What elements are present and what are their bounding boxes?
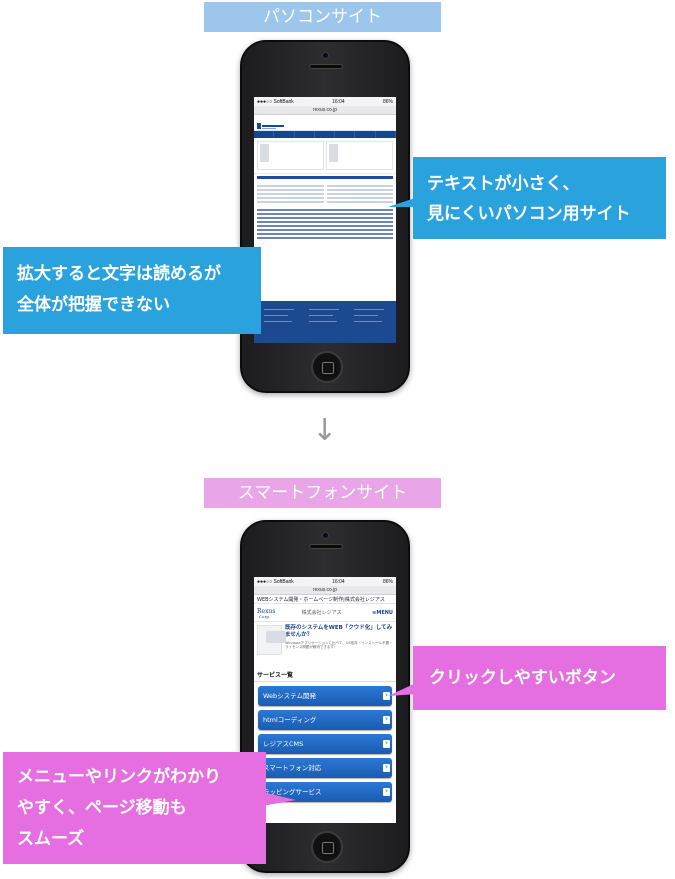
service-button-cms[interactable]: レジアスCMS xyxy=(258,734,392,754)
pc-site-nav[interactable] xyxy=(254,131,396,138)
status-bar: ●●●○○ SoftBank 16:04 86% xyxy=(254,97,396,106)
pc-site-columns xyxy=(254,181,396,207)
battery-label: 86% xyxy=(382,98,393,105)
pc-site-news[interactable] xyxy=(254,209,396,239)
svg-text:Rexus: Rexus xyxy=(257,608,275,615)
callout-line: 拡大すると文字は読めるが xyxy=(17,264,221,284)
service-button-wrapping[interactable]: ラッピングサービス xyxy=(258,782,392,802)
camera-icon xyxy=(322,532,329,539)
pc-phone: ●●●○○ SoftBank 16:04 86% rexus.co.jp xyxy=(240,40,410,393)
promo-description: Windowsアプリケーションに比べて、OS依存・インストール不要・ライセンス問… xyxy=(284,641,393,649)
callout-sp-button: クリックしやすいボタン xyxy=(413,646,666,710)
callout-pointer xyxy=(262,792,296,806)
sp-screen: ●●●○○ SoftBank 16:04 86% rexus.co.jp WEB… xyxy=(254,577,396,823)
promo-title: 既存のシステムをWEB「クウド化」してみませんか？ xyxy=(284,625,393,638)
service-button-html[interactable]: htmlコーディング xyxy=(258,710,392,730)
time-label: 16:04 xyxy=(332,578,345,585)
carrier-label: ●●●○○ SoftBank xyxy=(257,578,294,585)
callout-line: 全体が把握できない xyxy=(17,295,170,315)
company-name: 株式会社レジアス xyxy=(301,610,342,616)
pc-site-header xyxy=(254,115,396,131)
callout-line: テキストが小さく、 xyxy=(427,174,580,194)
callout-sp-navigation: メニューやリンクがわかり やすく、ページ移動も スムーズ xyxy=(3,752,266,864)
carrier-label: ●●●○○ SoftBank xyxy=(257,98,294,105)
section-title: サービス一覧 xyxy=(254,668,396,682)
url-bar[interactable]: rexus.co.jp xyxy=(254,106,396,115)
speaker-grille xyxy=(309,64,343,69)
down-arrow-icon: ↓ xyxy=(312,413,338,448)
callout-line: やすく、ページ移動も xyxy=(17,798,187,818)
callout-line: 見にくいパソコン用サイト xyxy=(427,204,631,224)
pc-screen: ●●●○○ SoftBank 16:04 86% rexus.co.jp xyxy=(254,97,396,343)
page-title: WEBシステム開発・ホームページ制作|株式会社レジアス xyxy=(254,595,396,604)
site-logo-icon xyxy=(257,123,284,129)
home-button[interactable] xyxy=(311,351,343,383)
speaker-grille xyxy=(309,544,343,549)
service-button-web[interactable]: Webシステム開発 xyxy=(258,686,392,706)
sp-site-label: スマートフォンサイト xyxy=(204,478,441,508)
promo-banner[interactable]: 既存のシステムをWEB「クウド化」してみませんか？ Windowsアプリケーショ… xyxy=(254,622,396,668)
callout-pointer xyxy=(388,682,418,696)
callout-line: メニューやリンクがわかり xyxy=(17,767,221,787)
battery-label: 86% xyxy=(382,578,393,585)
pc-site-banner xyxy=(254,138,396,174)
pc-site-label: パソコンサイト xyxy=(204,2,441,32)
callout-pc-small-text: テキストが小さく、 見にくいパソコン用サイト xyxy=(413,157,666,239)
status-bar: ●●●○○ SoftBank 16:04 86% xyxy=(254,577,396,586)
callout-pc-zoom: 拡大すると文字は読めるが 全体が把握できない xyxy=(3,247,261,334)
home-button[interactable] xyxy=(311,831,343,863)
callout-line: スムーズ xyxy=(17,829,85,849)
callout-pointer xyxy=(388,197,418,207)
service-button-smartphone[interactable]: スマートフォン対応 xyxy=(258,758,392,778)
section-bar xyxy=(257,176,393,179)
promo-image xyxy=(257,625,286,655)
camera-icon xyxy=(322,52,329,59)
time-label: 16:04 xyxy=(332,98,345,105)
svg-text:Corp: Corp xyxy=(259,614,269,619)
url-bar[interactable]: rexus.co.jp xyxy=(254,586,396,595)
pc-site-footer xyxy=(254,301,396,343)
menu-button[interactable]: ≡MENU xyxy=(372,609,393,616)
sp-phone: ●●●○○ SoftBank 16:04 86% rexus.co.jp WEB… xyxy=(240,520,410,873)
